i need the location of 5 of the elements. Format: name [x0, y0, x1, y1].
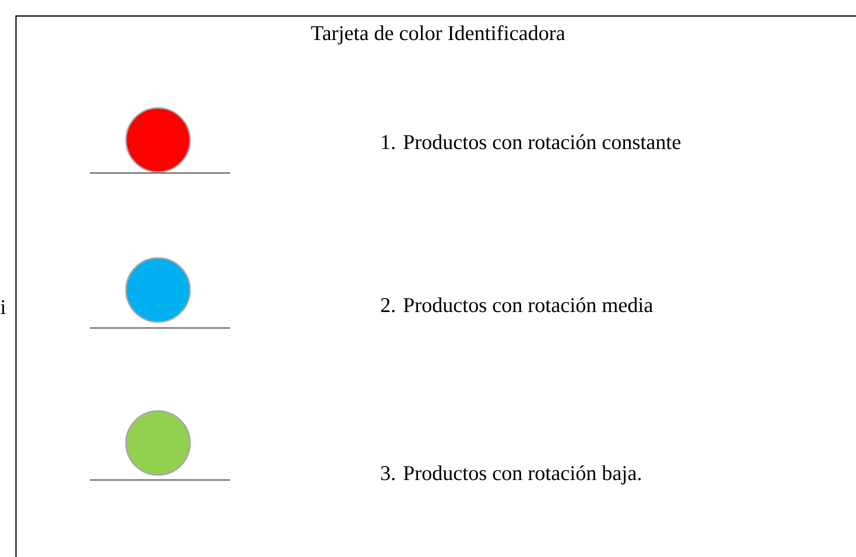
legend-text: 2. Productos con rotación media	[381, 297, 653, 312]
stray-letter: i	[0, 300, 6, 314]
legend-text: 3. Productos con rotación baja.	[381, 465, 641, 484]
legend-text: 1. Productos con rotación constante	[382, 134, 680, 150]
title: Tarjeta de color Identificadora	[311, 25, 565, 44]
